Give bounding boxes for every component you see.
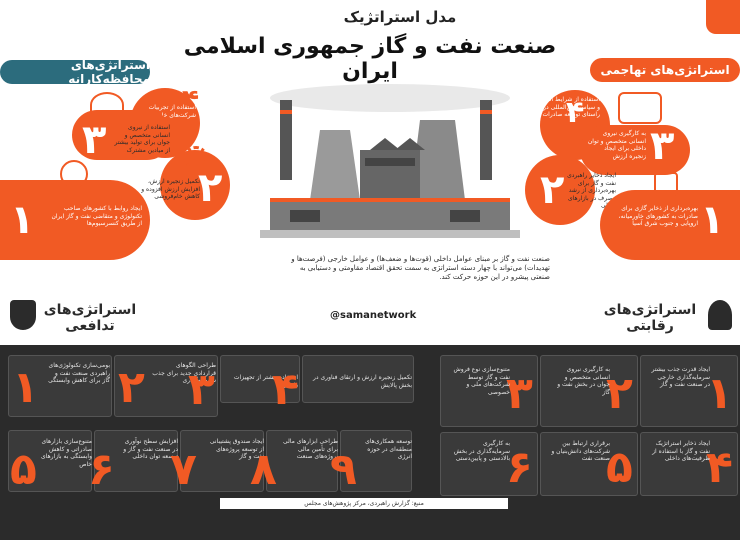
aggressive-text-1: بهره‌برداری از ذخایر گازی برای صادرات به…	[618, 205, 698, 227]
aggressive-number-1: ۱	[700, 197, 725, 243]
defensive-number-1: ۱	[12, 362, 39, 413]
competitive-text-4: ایجاد ذخایر استراتژیک نفت و گاز با استفا…	[652, 440, 710, 462]
source-note: منبع: گزارش راهبردی، مرکز پژوهش‌های مجلس	[220, 498, 508, 509]
defensive-text-3: استفاده بیشتر از تجهیزات داخلی	[233, 374, 298, 389]
gear-icon	[184, 146, 208, 170]
defensive-card-8	[266, 430, 338, 492]
competitive-card-1	[640, 355, 738, 427]
competitive-number-2: ۲	[606, 368, 633, 419]
competitive-number-3: ۳	[506, 368, 533, 419]
defensive-card-4	[302, 355, 414, 403]
conservative-number-3: ۳	[82, 117, 107, 163]
competitive-number-1: ۱	[706, 368, 733, 419]
aggressive-bubble-2	[525, 155, 595, 225]
aggressive-number-4: ۴	[566, 95, 585, 130]
competitive-text-3: متنوع‌سازی نوع فروش نفت و گاز توسط شرکت‌…	[453, 366, 510, 396]
conservative-text-2: تکمیل زنجیره ارزش، افزایش ارزش افزوده و …	[141, 178, 200, 200]
competitive-text-5: برقراری ارتباط بین شرکت‌های دانش‌بنیان و…	[551, 440, 610, 462]
competitive-text-1: ایجاد قدرت جذب بیشتر سرمایه‌گذاری خارجی …	[651, 366, 710, 388]
page-title: صنعت نفت و گاز جمهوری اسلامی ایران	[183, 34, 557, 84]
defensive-card-3	[220, 355, 300, 403]
competitive-text-6: به کارگیری سرمایه‌گذاری در بخش بالادستی …	[453, 440, 510, 462]
conservative-number-2: ۲	[198, 165, 223, 211]
gas-cylinder-icon	[654, 172, 678, 196]
competitive-number-4: ۴	[706, 442, 733, 493]
defensive-number-3: ۳	[188, 364, 215, 415]
globe-chart-icon	[60, 160, 88, 188]
defensive-text-4: تکمیل زنجیره ارزش و ارتقای فناوری در بخش…	[313, 374, 412, 389]
aggressive-bubble-3	[580, 125, 690, 175]
growth-chart-icon	[600, 150, 634, 172]
tag-aggressive: استراتژی‌های تهاجمی	[590, 58, 740, 82]
section-competitive-title: استراتژی‌های رقابتی	[603, 302, 697, 334]
conservative-text-4: استفاده از تجربیات شرکت‌های خارجی	[148, 104, 196, 119]
defensive-card-6	[94, 430, 178, 492]
conservative-number-1: ۱	[10, 197, 35, 243]
aggressive-number-3: ۳	[650, 123, 675, 169]
conservative-number-4: ۴	[182, 83, 200, 116]
handle: @samanetwork	[330, 310, 417, 321]
defensive-text-7: ایجاد صندوق پشتیبانی از توسعه پروژه‌های …	[209, 438, 264, 460]
aggressive-text-3: به کارگیری نیروی انسانی متخصص و توان داخ…	[587, 130, 646, 160]
conservative-text-1: ایجاد روابط با کشورهای صاحب تکنولوژی و م…	[51, 205, 142, 227]
network-icon	[618, 92, 662, 124]
competitive-number-5: ۵	[606, 442, 633, 493]
tag-conservative: استراتژی‌های محافظه‌کارانه	[0, 58, 150, 86]
competitive-number-6: ۶	[506, 442, 533, 493]
defensive-card-5	[8, 430, 92, 492]
defensive-card-7	[180, 430, 264, 492]
defensive-number-4: ۴	[272, 364, 299, 415]
aggressive-text-4: استفاده از شرایط اقتصادی و سیاسی بین‌الم…	[532, 96, 600, 118]
center-paragraph: صنعت نفت و گاز بر مبنای عوامل داخلی (قوت…	[291, 255, 550, 281]
defensive-text-8: طراحی ابزارهای مالی برای تأمین مالی پروژ…	[282, 438, 338, 460]
competitive-card-2	[540, 355, 638, 427]
defensive-card-2	[114, 355, 218, 417]
defensive-number-5: ۵	[10, 444, 37, 495]
conservative-bubble-3	[72, 110, 172, 160]
shield-icon	[10, 300, 36, 330]
defensive-text-6: افزایش سطح نوآوری در صنعت نفت و گاز و تو…	[123, 438, 178, 460]
conservative-bubble-1	[0, 180, 150, 260]
defensive-number-6: ۶	[88, 444, 115, 495]
defensive-text-1: بومی‌سازی تکنولوژی‌های راهبردی صنعت نفت …	[48, 362, 110, 384]
competitive-card-4	[640, 432, 738, 496]
defensive-card-9	[340, 430, 412, 492]
defensive-number-2: ۲	[118, 362, 145, 413]
aggressive-number-2: ۲	[540, 167, 565, 213]
section-defensive-title: استراتژی‌های تدافعی	[43, 302, 137, 334]
competitive-text-2: به کارگیری نیروی انسانی متخصص و جوان در …	[557, 366, 610, 396]
defensive-text-5: متنوع‌سازی بازارهای صادراتی و کاهش وابست…	[40, 438, 92, 468]
conservative-text-3: استفاده از نیروی انسانی متخصص و جوان برا…	[114, 124, 170, 154]
defensive-text-2: طراحی الگوهای قراردادی جدید برای جذب سرم…	[152, 362, 216, 384]
idea-head-icon	[708, 300, 732, 330]
refinery-illustration	[250, 80, 530, 250]
competitive-card-3	[440, 355, 538, 427]
defensive-text-9: توسعه همکاری‌های منطقه‌ای در حوزه انرژی	[365, 438, 412, 460]
defensive-number-9: ۹	[330, 444, 357, 495]
subtitle: مدل استراتژیک	[343, 8, 457, 26]
defensive-card-1	[8, 355, 112, 417]
competitive-card-6	[440, 432, 538, 496]
brand-logo-icon	[706, 0, 740, 34]
defensive-number-8: ۸	[250, 444, 277, 495]
competitive-card-5	[540, 432, 638, 496]
defensive-number-7: ۷	[170, 444, 197, 495]
aggressive-bubble-1	[600, 190, 740, 260]
